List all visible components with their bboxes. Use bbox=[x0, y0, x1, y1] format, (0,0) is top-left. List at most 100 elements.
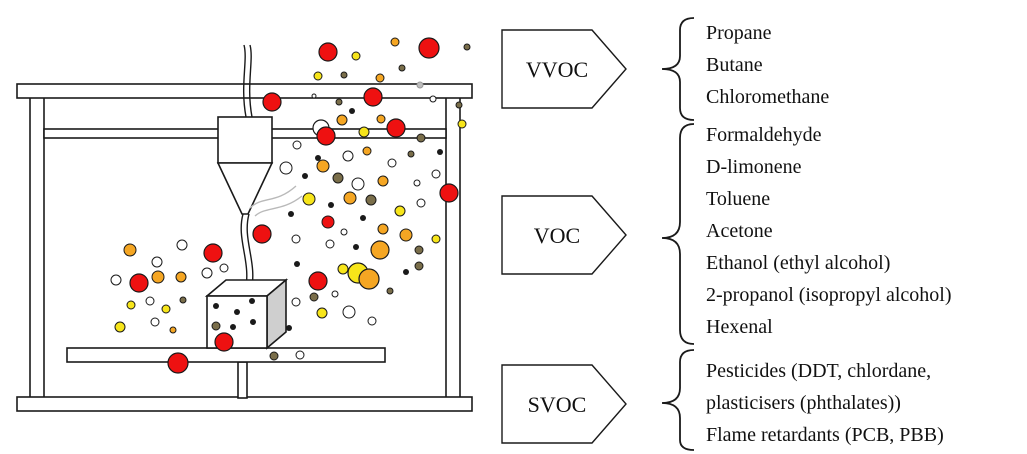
particle bbox=[167, 352, 189, 374]
extruder-nozzle bbox=[216, 162, 274, 215]
particle bbox=[129, 273, 149, 293]
particle bbox=[370, 240, 390, 260]
particle bbox=[161, 304, 171, 314]
particle bbox=[169, 326, 177, 334]
particle bbox=[342, 305, 356, 319]
particle bbox=[413, 179, 421, 187]
particle bbox=[431, 169, 441, 179]
bed-support bbox=[237, 361, 248, 399]
particle bbox=[367, 316, 377, 326]
particle bbox=[375, 73, 385, 83]
particle bbox=[145, 296, 155, 306]
frame-right-post bbox=[445, 95, 461, 399]
compound-item: Acetone bbox=[706, 220, 773, 242]
particle bbox=[414, 261, 424, 271]
particle bbox=[123, 243, 137, 257]
particle bbox=[294, 261, 300, 267]
emitted-particles bbox=[110, 37, 471, 374]
compound-item: D-limonene bbox=[706, 156, 802, 178]
particle bbox=[214, 332, 234, 352]
frame-left-post bbox=[29, 95, 45, 399]
tag-vvoc: VVOC bbox=[501, 29, 627, 109]
particle bbox=[358, 268, 380, 290]
particle bbox=[340, 228, 348, 236]
particle bbox=[110, 274, 122, 286]
particle bbox=[386, 287, 394, 295]
particle bbox=[337, 263, 349, 275]
particle bbox=[288, 211, 294, 217]
particle bbox=[377, 175, 389, 187]
particle bbox=[342, 150, 354, 162]
particle bbox=[279, 161, 293, 175]
particle bbox=[269, 351, 279, 361]
particle bbox=[332, 172, 344, 184]
particle bbox=[463, 43, 471, 51]
particle bbox=[416, 133, 426, 143]
particle bbox=[457, 119, 467, 129]
particle bbox=[126, 300, 136, 310]
compound-item: Toluene bbox=[706, 188, 771, 210]
particle bbox=[414, 245, 424, 255]
particle bbox=[431, 234, 441, 244]
particle bbox=[150, 317, 160, 327]
brace-svoc bbox=[661, 349, 695, 451]
particle bbox=[335, 98, 343, 106]
particle bbox=[203, 243, 223, 263]
filament-line bbox=[243, 44, 247, 118]
particle bbox=[351, 177, 365, 191]
particle bbox=[386, 118, 406, 138]
particle bbox=[340, 71, 348, 79]
voc-compound-list: Formaldehyde D-limonene Toluene Acetone … bbox=[706, 119, 952, 343]
particle bbox=[201, 267, 213, 279]
particle bbox=[316, 126, 336, 146]
particle bbox=[416, 198, 426, 208]
particle bbox=[176, 239, 188, 251]
particle bbox=[437, 149, 443, 155]
particle bbox=[151, 270, 165, 284]
tag-svoc: SVOC bbox=[501, 364, 627, 444]
particle bbox=[151, 256, 163, 268]
filament-line-2 bbox=[249, 44, 253, 118]
particle bbox=[311, 93, 317, 99]
compound-item: plasticisers (phthalates)) bbox=[706, 392, 901, 414]
particle bbox=[249, 298, 255, 304]
particle bbox=[219, 263, 229, 273]
particle bbox=[262, 92, 282, 112]
particle bbox=[363, 87, 383, 107]
particle bbox=[252, 224, 272, 244]
compound-item: 2-propanol (isopropyl alcohol) bbox=[706, 284, 952, 306]
compound-item: Pesticides (DDT, chlordane, bbox=[706, 360, 932, 382]
particle bbox=[439, 183, 459, 203]
tag-voc-label: VOC bbox=[534, 223, 580, 248]
tag-svoc-label: SVOC bbox=[528, 392, 587, 417]
frame-bottom-beam bbox=[16, 396, 473, 412]
particle bbox=[360, 215, 366, 221]
compound-item: Chloromethane bbox=[706, 86, 830, 108]
particle bbox=[286, 325, 292, 331]
particle bbox=[349, 108, 355, 114]
particle bbox=[114, 321, 126, 333]
particle bbox=[318, 42, 338, 62]
extruder-body bbox=[217, 116, 273, 164]
particle bbox=[358, 126, 370, 138]
particle bbox=[376, 114, 386, 124]
particle bbox=[291, 234, 301, 244]
particle bbox=[455, 101, 463, 109]
vvoc-compound-list: Propane Butane Chloromethane bbox=[706, 17, 829, 113]
particle bbox=[292, 140, 302, 150]
compound-item: Flame retardants (PCB, PBB) bbox=[706, 424, 944, 446]
compound-item: Butane bbox=[706, 54, 763, 76]
particle bbox=[316, 307, 328, 319]
particle bbox=[331, 290, 339, 298]
particle bbox=[315, 155, 321, 161]
particle bbox=[211, 321, 221, 331]
particle bbox=[429, 95, 437, 103]
particle bbox=[362, 146, 372, 156]
brace-voc bbox=[661, 123, 695, 345]
particle bbox=[291, 297, 301, 307]
svoc-compound-list: Pesticides (DDT, chlordane, plasticisers… bbox=[706, 355, 944, 451]
particle bbox=[213, 303, 219, 309]
compound-item: Hexenal bbox=[706, 316, 773, 338]
particle bbox=[343, 191, 357, 205]
